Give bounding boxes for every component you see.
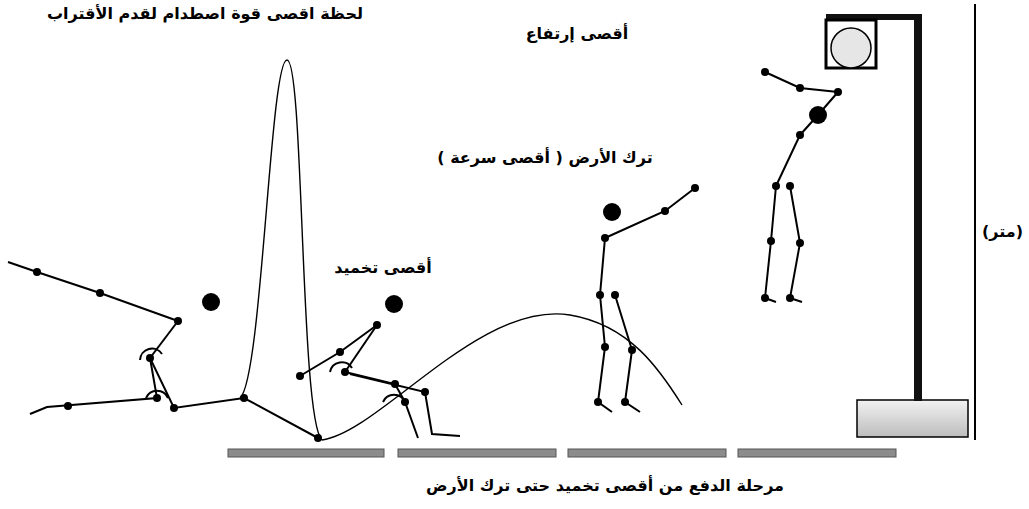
phase-label: أقصى تخميد (332, 258, 434, 277)
ground-bars (228, 449, 896, 457)
phase-label: لحظة اقصى قوة اصطدام لقدم الأقتراب (45, 4, 365, 23)
joints (33, 68, 842, 442)
stick-figures (8, 72, 838, 438)
phase-label: أقصى إرتفاع (524, 24, 631, 43)
phase-caption: مرحلة الدفع من أقصى تخميد حتى ترك الأرض (424, 476, 786, 495)
force-spike (240, 60, 322, 440)
hoop (826, 4, 975, 440)
axis-unit: (متر) (980, 222, 1025, 241)
phase-label: ترك الأرض ( أقصى سرعة ) (435, 148, 654, 167)
